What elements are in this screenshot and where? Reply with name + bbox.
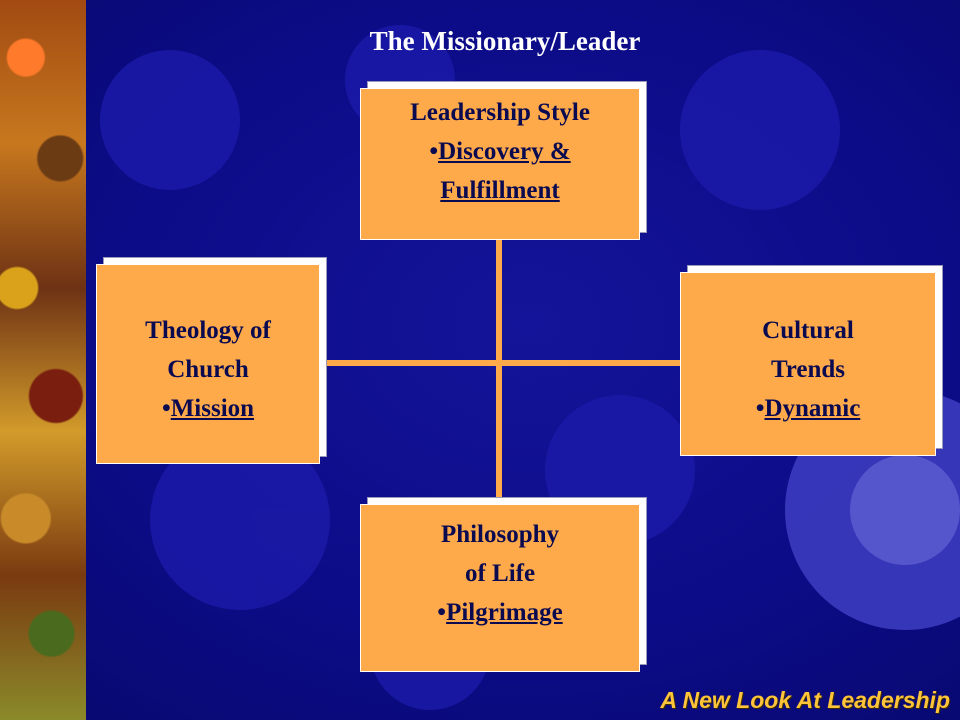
gear-icon xyxy=(850,455,960,565)
box-leadership-style: Leadership Style •Discovery & Fulfillmen… xyxy=(360,88,640,240)
box-heading-line2: of Life xyxy=(464,560,536,587)
decorative-left-strip xyxy=(0,0,86,720)
link-mission[interactable]: Mission xyxy=(170,395,255,422)
bullet: • xyxy=(429,138,439,165)
box-heading-line2: Church xyxy=(167,356,249,383)
connector-vertical xyxy=(496,240,502,502)
bullet: • xyxy=(755,395,765,422)
box-heading-line1: Philosophy xyxy=(440,521,560,548)
footer-caption: A New Look At Leadership xyxy=(660,687,950,713)
box-heading: Leadership Style xyxy=(410,99,590,126)
link-discovery-fulfillment-line1[interactable]: Discovery & xyxy=(438,138,571,165)
gear-icon xyxy=(150,430,330,610)
link-pilgrimage[interactable]: Pilgrimage xyxy=(446,599,563,626)
bullet: • xyxy=(437,599,447,626)
gear-icon xyxy=(680,50,840,210)
box-cultural-trends: Cultural Trends •Dynamic xyxy=(680,272,936,456)
gear-icon xyxy=(100,50,240,190)
link-discovery-fulfillment-line2[interactable]: Fulfillment xyxy=(440,177,560,204)
connector-horizontal xyxy=(320,360,682,366)
box-heading-line2: Trends xyxy=(770,356,846,383)
box-philosophy-of-life: Philosophy of Life •Pilgrimage xyxy=(360,504,640,672)
box-heading-line1: Theology of xyxy=(145,317,271,344)
bullet: • xyxy=(161,395,171,422)
link-dynamic[interactable]: Dynamic xyxy=(764,395,861,422)
page-title: The Missionary/Leader xyxy=(369,26,641,56)
box-theology-of-church: Theology of Church •Mission xyxy=(96,264,320,464)
box-heading-line1: Cultural xyxy=(762,317,854,344)
